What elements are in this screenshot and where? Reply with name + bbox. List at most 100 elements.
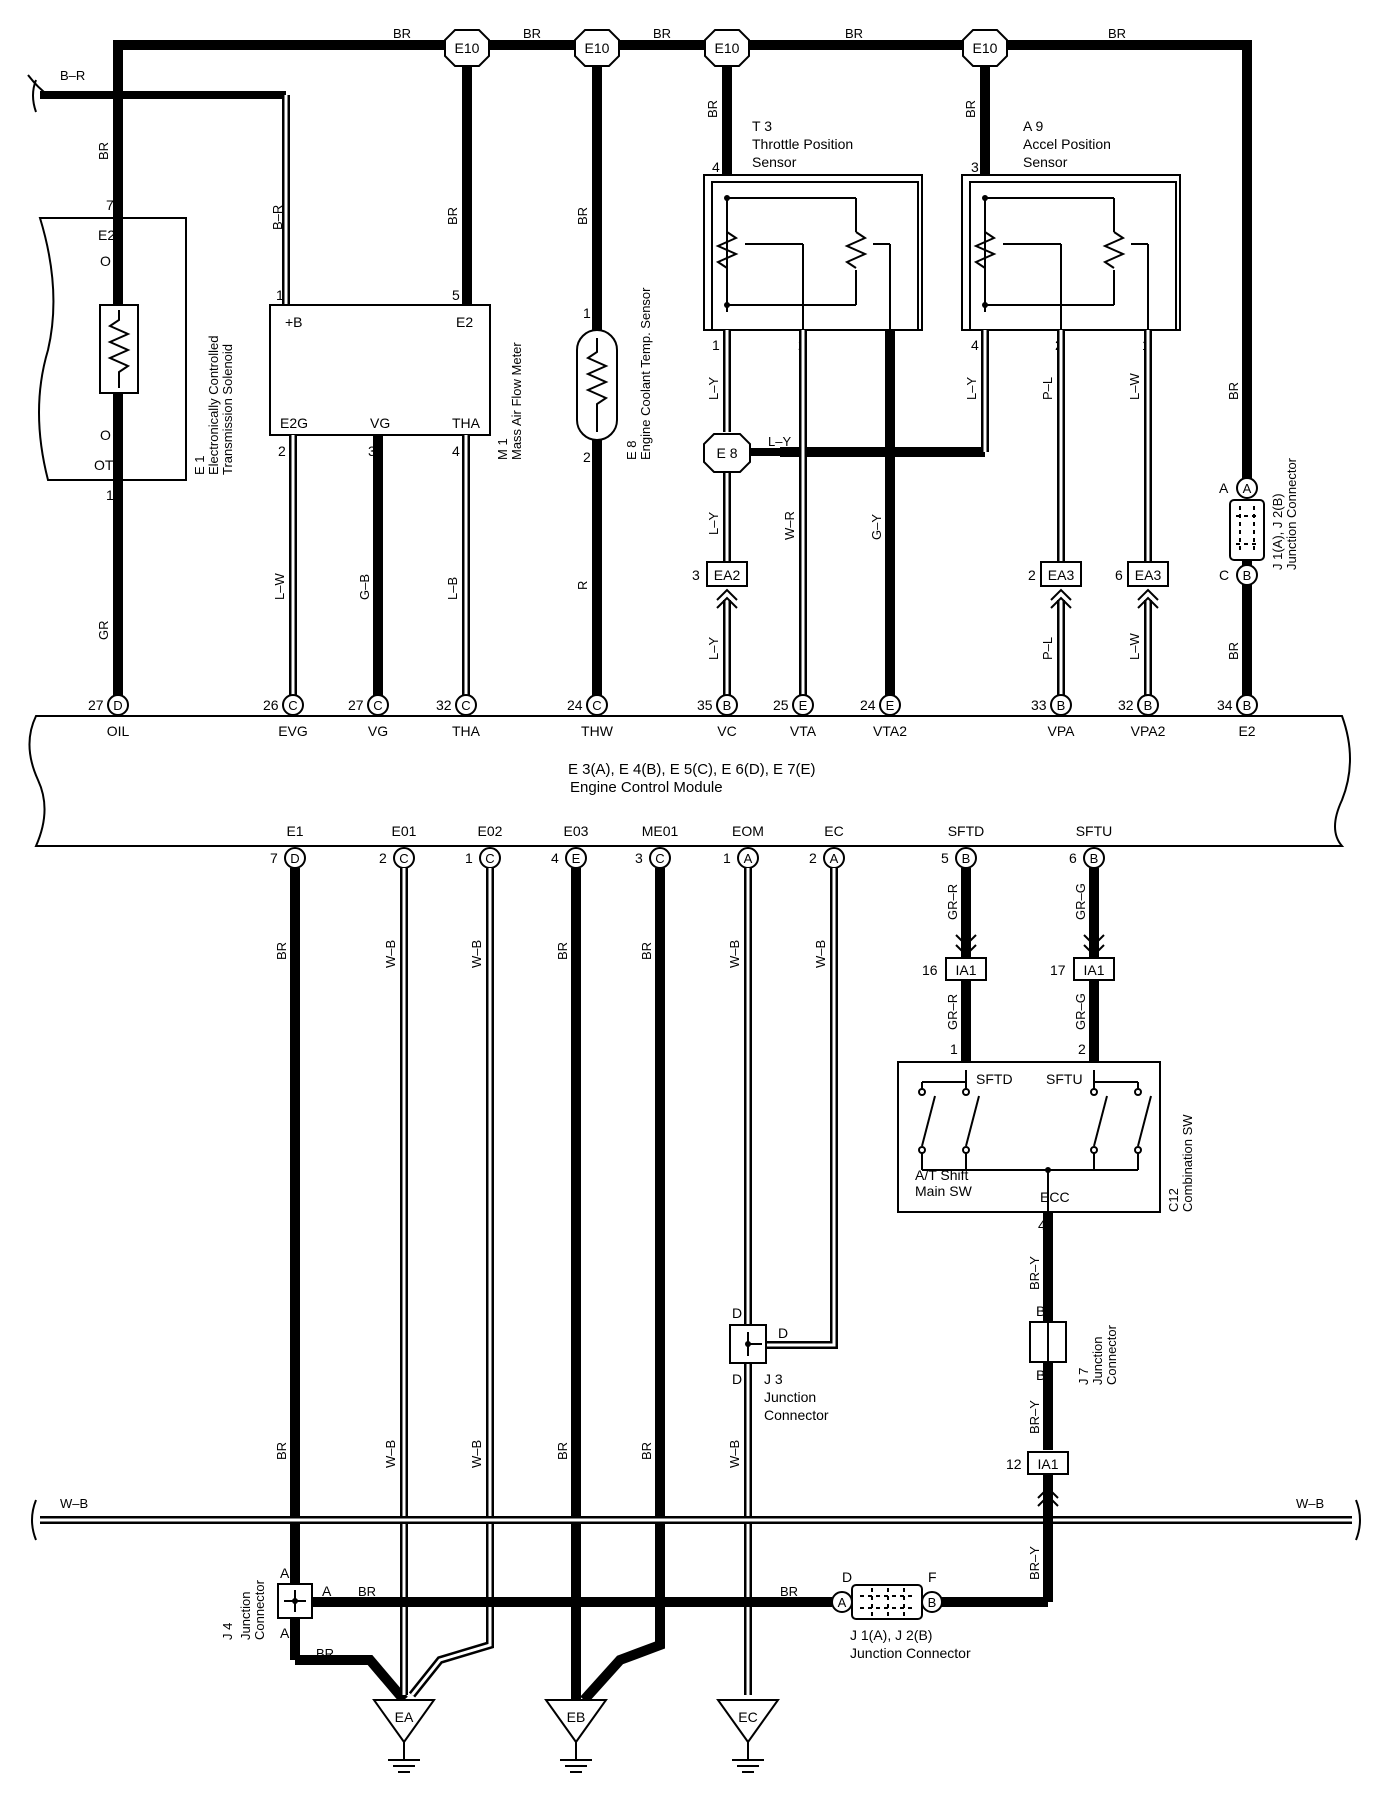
- svg-text:THA: THA: [452, 415, 481, 431]
- svg-text:E1: E1: [286, 823, 303, 839]
- svg-text:E 8: E 8: [716, 445, 737, 461]
- svg-text:C: C: [461, 698, 470, 713]
- svg-text:1: 1: [465, 850, 473, 866]
- c12-combination-switch: 1 2 SFTD SFTU A/T Shift Main SW ECC 4: [897, 1041, 1195, 1233]
- svg-text:C: C: [399, 851, 408, 866]
- svg-text:W–B: W–B: [1296, 1496, 1324, 1511]
- terminal-vta2: E 24 VTA2: [860, 694, 907, 739]
- svg-text:E 8: E 8: [624, 440, 639, 460]
- svg-text:VTA2: VTA2: [873, 723, 907, 739]
- svg-text:BR: BR: [358, 1584, 376, 1599]
- svg-text:1: 1: [276, 287, 284, 303]
- svg-text:GR: GR: [96, 621, 111, 641]
- svg-text:W–B: W–B: [60, 1496, 88, 1511]
- svg-text:1: 1: [950, 1041, 958, 1057]
- svg-text:C: C: [592, 698, 601, 713]
- svg-text:BR: BR: [653, 26, 671, 41]
- svg-text:EVG: EVG: [278, 723, 308, 739]
- svg-text:Junction Connector: Junction Connector: [1284, 457, 1299, 570]
- svg-text:A 9: A 9: [1023, 118, 1043, 134]
- svg-text:SFTD: SFTD: [976, 1071, 1013, 1087]
- svg-text:EA3: EA3: [1048, 567, 1075, 583]
- svg-text:5: 5: [941, 850, 949, 866]
- terminal-vpa2: B 32 VPA2: [1118, 694, 1166, 739]
- svg-text:E2: E2: [1238, 723, 1255, 739]
- svg-text:J 1(A), J 2(B): J 1(A), J 2(B): [850, 1627, 932, 1643]
- svg-text:Junction: Junction: [238, 1592, 253, 1640]
- svg-text:EA: EA: [395, 1709, 414, 1725]
- svg-text:4: 4: [971, 337, 979, 353]
- svg-text:J 3: J 3: [764, 1371, 783, 1387]
- e10-connector: E10: [444, 29, 490, 67]
- terminal-tha: C 32 THA: [436, 694, 481, 739]
- svg-text:Accel Position: Accel Position: [1023, 136, 1111, 152]
- svg-text:W–B: W–B: [383, 1440, 398, 1468]
- ecm-top-terminals: D 27 OIL C 26 EVG C 27 VG C 32 THA C 24 …: [88, 694, 1258, 739]
- svg-text:B: B: [1036, 1367, 1045, 1383]
- svg-text:J 4: J 4: [220, 1623, 235, 1640]
- svg-text:32: 32: [436, 697, 452, 713]
- svg-text:A: A: [280, 1625, 290, 1641]
- svg-text:B: B: [1036, 1303, 1045, 1319]
- svg-text:VG: VG: [368, 723, 388, 739]
- svg-text:O: O: [100, 427, 111, 443]
- svg-text:E10: E10: [715, 40, 740, 56]
- svg-text:BR: BR: [555, 942, 570, 960]
- svg-text:2: 2: [583, 449, 591, 465]
- svg-text:B–R: B–R: [60, 68, 85, 83]
- svg-text:THA: THA: [452, 723, 481, 739]
- svg-text:C: C: [373, 698, 382, 713]
- svg-text:EOM: EOM: [732, 823, 764, 839]
- svg-text:6: 6: [1069, 850, 1077, 866]
- svg-text:EC: EC: [824, 823, 843, 839]
- svg-text:Electronically Controlled: Electronically Controlled: [206, 336, 221, 475]
- svg-text:OT: OT: [94, 457, 114, 473]
- svg-text:GR–R: GR–R: [945, 884, 960, 920]
- svg-text:E: E: [886, 698, 895, 713]
- svg-text:L–W: L–W: [272, 573, 287, 600]
- ground-eb: EB: [544, 1699, 608, 1773]
- svg-text:W–B: W–B: [383, 940, 398, 968]
- svg-text:17: 17: [1050, 962, 1066, 978]
- svg-text:GR–R: GR–R: [945, 994, 960, 1030]
- svg-text:B: B: [1243, 568, 1252, 583]
- svg-text:VC: VC: [717, 723, 736, 739]
- svg-text:C: C: [1219, 567, 1229, 583]
- svg-text:GR–G: GR–G: [1073, 993, 1088, 1030]
- svg-text:6: 6: [1115, 567, 1123, 583]
- svg-text:Junction: Junction: [764, 1389, 816, 1405]
- terminal-sftu: SFTU B 6: [1069, 823, 1112, 869]
- terminal-sftd: SFTD B 5: [941, 823, 984, 869]
- svg-text:L–Y: L–Y: [706, 637, 721, 660]
- svg-text:C: C: [288, 698, 297, 713]
- svg-text:BR–Y: BR–Y: [1027, 1256, 1042, 1290]
- terminal-e1: E1 D 7: [270, 823, 306, 869]
- svg-text:E 1: E 1: [192, 455, 207, 475]
- terminal-oil: D 27 OIL: [88, 694, 129, 739]
- svg-text:L–Y: L–Y: [706, 512, 721, 535]
- svg-text:26: 26: [263, 697, 279, 713]
- svg-text:Junction: Junction: [1090, 1337, 1105, 1385]
- svg-text:BR: BR: [1108, 26, 1126, 41]
- terminal-e02: E02 C 1: [465, 823, 503, 869]
- svg-text:F: F: [928, 1569, 937, 1585]
- svg-text:1: 1: [723, 850, 731, 866]
- svg-text:7: 7: [270, 850, 278, 866]
- inline-connectors-top: EA2 3 EA3 2 EA3 6: [692, 561, 1169, 609]
- svg-text:Throttle Position: Throttle Position: [752, 136, 853, 152]
- svg-text:4: 4: [712, 159, 720, 175]
- svg-text:BR: BR: [575, 207, 590, 225]
- svg-text:L–W: L–W: [1127, 633, 1142, 660]
- svg-text:A: A: [838, 1595, 847, 1610]
- svg-text:BR: BR: [523, 26, 541, 41]
- sensor-signal-wires: L–Y L–Y L–Y L–Y L–Y W–R G–Y P–L P–L L–W …: [706, 330, 1152, 700]
- svg-text:D: D: [290, 851, 299, 866]
- svg-text:G–B: G–B: [357, 574, 372, 600]
- svg-text:B: B: [1144, 698, 1153, 713]
- svg-text:B: B: [1243, 698, 1252, 713]
- svg-text:B: B: [928, 1595, 937, 1610]
- j1-j2-junction-connector-bottom: A B D F J 1(A), J 2(B) Junction Connecto…: [831, 1569, 971, 1661]
- terminal-vta: E 25 VTA: [773, 694, 817, 739]
- svg-text:+B: +B: [285, 314, 303, 330]
- svg-text:W–B: W–B: [813, 940, 828, 968]
